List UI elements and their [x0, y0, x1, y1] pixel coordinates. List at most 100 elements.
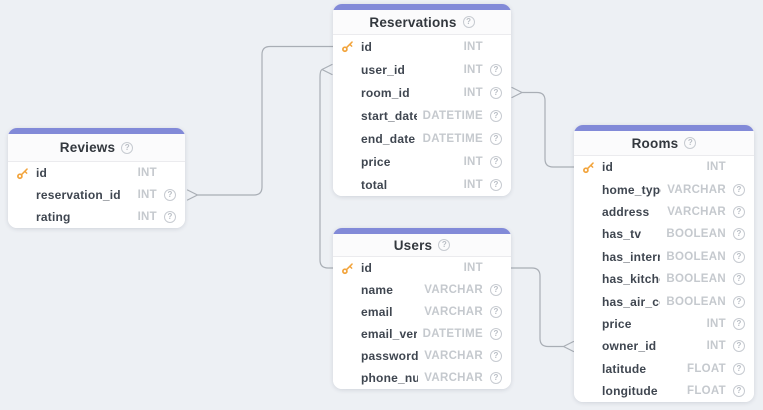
table-field-row[interactable]: name VARCHAR ? — [333, 279, 511, 301]
field-info-icon[interactable]: ? — [733, 317, 745, 330]
field-info-icon[interactable]: ? — [490, 155, 502, 168]
table-field-row[interactable]: price INT ? — [333, 150, 511, 173]
field-info-icon[interactable]: ? — [490, 132, 502, 145]
table-field-row[interactable]: has_air_con BOOLEAN ? — [574, 290, 754, 312]
table-header[interactable]: Users ? — [333, 234, 511, 257]
field-name: id — [361, 39, 373, 54]
table-info-icon[interactable]: ? — [684, 137, 697, 149]
table-field-row[interactable]: owner_id INT ? — [574, 335, 754, 357]
table-field-row[interactable]: rating INT ? — [8, 206, 185, 228]
table-field-row[interactable]: home_type VARCHAR ? — [574, 178, 754, 200]
table-field-row[interactable]: email_verified_ DATETIME ? — [333, 323, 511, 345]
table-field-row[interactable]: password VARCHAR ? — [333, 345, 511, 367]
table-title: Rooms — [631, 135, 679, 151]
table-field-row[interactable]: longitude FLOAT ? — [574, 380, 754, 402]
field-type: DATETIME — [422, 109, 483, 122]
field-type: FLOAT — [687, 362, 726, 375]
field-type: DATETIME — [422, 132, 483, 145]
table-fields: id INT ? reservation_id INT ? rating I — [8, 162, 185, 228]
table-accent-bar — [333, 228, 511, 234]
table-field-row[interactable]: start_date DATETIME ? — [333, 104, 511, 127]
table-field-row[interactable]: price INT ? — [574, 313, 754, 335]
field-info-icon[interactable]: ? — [733, 362, 745, 375]
field-info-icon[interactable]: ? — [490, 372, 502, 384]
primary-key-icon — [341, 40, 354, 53]
table-card-reservations[interactable]: Reservations ? id INT ? user_id I — [333, 4, 511, 196]
field-info-icon[interactable]: ? — [490, 328, 502, 340]
field-name: phone_numbe — [361, 371, 419, 385]
field-info-icon[interactable]: ? — [164, 189, 176, 201]
table-title: Reviews — [59, 140, 116, 155]
table-field-row[interactable]: address VARCHAR ? — [574, 201, 754, 223]
field-info-icon[interactable]: ? — [733, 205, 745, 218]
field-info-icon[interactable]: ? — [490, 284, 502, 296]
field-name: has_kitchen — [602, 272, 660, 287]
field-info-icon[interactable]: ? — [490, 350, 502, 362]
field-name: email — [361, 305, 393, 319]
field-type: VARCHAR — [424, 284, 483, 296]
field-type: BOOLEAN — [666, 250, 726, 263]
field-type: VARCHAR — [667, 205, 726, 218]
table-header[interactable]: Rooms ? — [574, 131, 754, 156]
field-info-icon[interactable]: ? — [164, 211, 176, 223]
table-accent-bar — [8, 128, 185, 134]
field-info-icon[interactable]: ? — [733, 250, 745, 263]
table-field-row[interactable]: has_kitchen BOOLEAN ? — [574, 268, 754, 290]
table-field-row[interactable]: id INT ? — [8, 162, 185, 184]
field-name: email_verified_ — [361, 327, 417, 341]
field-type: INT — [463, 155, 483, 168]
table-field-row[interactable]: has_tv BOOLEAN ? — [574, 223, 754, 245]
table-info-icon[interactable]: ? — [121, 141, 134, 154]
field-type: INT — [706, 340, 726, 353]
relationship-line[interactable] — [319, 63, 334, 269]
field-type: VARCHAR — [424, 350, 483, 362]
table-info-icon[interactable]: ? — [462, 16, 475, 28]
field-info-icon[interactable]: ? — [490, 109, 502, 122]
field-name: address — [602, 204, 650, 219]
relationship-line[interactable] — [510, 267, 575, 353]
field-name: id — [36, 166, 48, 180]
table-field-row[interactable]: total INT ? — [333, 173, 511, 196]
field-type: VARCHAR — [424, 372, 483, 384]
relationship-line[interactable] — [511, 86, 575, 168]
table-fields: id INT ? name VARCHAR ? email VARCHAR — [333, 257, 511, 389]
table-card-users[interactable]: Users ? id INT ? name VARCHAR — [333, 228, 511, 389]
field-type: INT — [463, 63, 483, 76]
field-info-icon[interactable]: ? — [733, 273, 745, 286]
table-field-row[interactable]: phone_numbe VARCHAR ? — [333, 367, 511, 389]
table-card-rooms[interactable]: Rooms ? id INT ? home_type VARCHA — [574, 125, 754, 403]
table-info-icon[interactable]: ? — [438, 239, 451, 251]
table-field-row[interactable]: user_id INT ? — [333, 58, 511, 81]
table-field-row[interactable]: id INT ? — [333, 257, 511, 279]
primary-key-icon — [341, 262, 354, 275]
field-name: id — [361, 261, 373, 275]
field-info-icon[interactable]: ? — [733, 183, 745, 196]
table-field-row[interactable]: id INT ? — [574, 156, 754, 178]
table-field-row[interactable]: end_date DATETIME ? — [333, 127, 511, 150]
field-info-icon[interactable]: ? — [490, 86, 502, 99]
field-info-icon[interactable]: ? — [490, 63, 502, 76]
field-type: BOOLEAN — [666, 273, 726, 286]
field-name: room_id — [361, 85, 410, 100]
table-field-row[interactable]: room_id INT ? — [333, 81, 511, 104]
table-field-row[interactable]: latitude FLOAT ? — [574, 358, 754, 380]
field-info-icon[interactable]: ? — [733, 385, 745, 398]
field-name: has_air_con — [602, 294, 660, 309]
field-info-icon[interactable]: ? — [733, 228, 745, 241]
field-info-icon[interactable]: ? — [490, 178, 502, 191]
table-header[interactable]: Reviews ? — [8, 134, 185, 162]
field-info-icon[interactable]: ? — [733, 295, 745, 308]
field-name: longitude — [602, 384, 658, 399]
table-field-row[interactable]: id INT ? — [333, 35, 511, 58]
table-header[interactable]: Reservations ? — [333, 10, 511, 35]
table-card-reviews[interactable]: Reviews ? id INT ? reservation_id — [8, 128, 185, 228]
relationship-line[interactable] — [186, 45, 334, 201]
field-type: INT — [463, 178, 483, 191]
table-field-row[interactable]: email VARCHAR ? — [333, 301, 511, 323]
table-field-row[interactable]: reservation_id INT ? — [8, 184, 185, 206]
field-type: INT — [463, 40, 483, 53]
field-info-icon[interactable]: ? — [490, 306, 502, 318]
table-field-row[interactable]: has_internet BOOLEAN ? — [574, 246, 754, 268]
field-info-icon[interactable]: ? — [733, 340, 745, 353]
